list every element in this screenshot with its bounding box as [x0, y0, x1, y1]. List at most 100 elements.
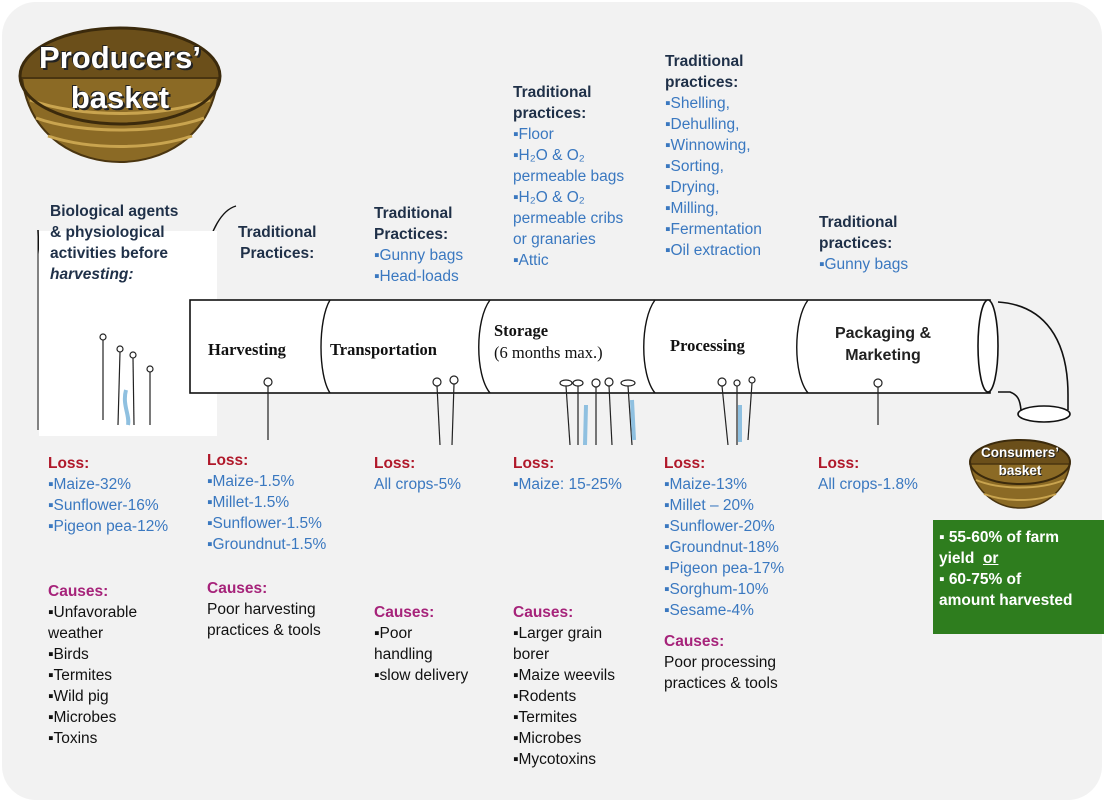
loss-item: ▪Maize: 15-25%: [513, 476, 622, 493]
cause-item: ▪Mycotoxins: [513, 751, 597, 768]
practice-item: ▪H₂O & O₂: [513, 189, 585, 206]
cause-item: borer: [513, 646, 550, 663]
consumers-label-line1: Consumers’: [980, 445, 1060, 460]
practice-item: ▪Sorting,: [665, 158, 724, 175]
elbow-inner: [998, 391, 1022, 411]
heading-line: Traditional: [513, 84, 592, 101]
cause-item: ▪Larger grain: [513, 625, 603, 642]
cause-item: Poor processing: [664, 654, 777, 671]
cause-item: practices & tools: [207, 622, 321, 639]
bullet: ▪: [939, 571, 945, 588]
producers-basket-label: Producers’ basket: [20, 38, 220, 118]
transportation-loss-causes: Loss: All crops-5% Causes: ▪Poor handlin…: [374, 453, 468, 686]
stage-packaging: Packaging & Marketing: [818, 323, 948, 367]
producers-label-line2: basket: [70, 80, 170, 115]
packaging-practices: Traditional practices: ▪Gunny bags: [819, 212, 908, 275]
stage-storage: Storage (6 months max.): [494, 320, 603, 364]
practice-item: ▪Attic: [513, 252, 549, 269]
stage-processing: Processing: [670, 336, 745, 355]
divider-1: [320, 299, 331, 394]
consumers-summary-box: ▪ 55-60% of farm yield or ▪ 60-75% of am…: [933, 520, 1104, 634]
practice-item: ▪Gunny bags: [374, 247, 464, 264]
loss-label: Loss:: [513, 455, 555, 472]
stage-harvesting: Harvesting: [208, 340, 286, 359]
loss-item: ▪Sorghum-10%: [664, 581, 769, 598]
storage-practices: Traditional practices: ▪Floor ▪H₂O & O₂ …: [513, 82, 624, 271]
practice-item: ▪Dehulling,: [665, 116, 740, 133]
pre-harvest-heading: Biological agents & physiological activi…: [50, 201, 178, 285]
elbow-outer: [997, 301, 1069, 410]
loss-label: Loss:: [48, 455, 90, 472]
stage-transportation: Transportation: [330, 340, 437, 359]
practice-item: ▪Milling,: [665, 200, 719, 217]
summary-line-1: ▪ 55-60% of farm: [939, 527, 1098, 548]
causes-label: Causes:: [207, 580, 268, 597]
producers-basket-icon: [18, 26, 222, 164]
practice-item: permeable cribs: [513, 210, 624, 227]
practice-item: or granaries: [513, 231, 596, 248]
practice-item: ▪Oil extraction: [665, 242, 761, 259]
heading-line: harvesting:: [50, 266, 134, 283]
loss-label: Loss:: [818, 455, 860, 472]
cause-item: weather: [48, 625, 104, 642]
consumers-basket-icon: [969, 439, 1071, 509]
cause-item: ▪Termites: [513, 709, 578, 726]
loss-item: ▪Sunflower-20%: [664, 518, 775, 535]
loss-item: ▪Maize-13%: [664, 476, 748, 493]
pre-harvest-field: [39, 231, 217, 436]
summary-text: yield: [939, 550, 975, 567]
elbow-mouth: [1017, 405, 1071, 423]
loss-item: All crops-1.8%: [818, 476, 918, 493]
loss-item: ▪Maize-1.5%: [207, 473, 295, 490]
cause-item: ▪Wild pig: [48, 688, 109, 705]
pre-harvest-loss-causes: Loss: ▪Maize-32% ▪Sunflower-16% ▪Pigeon …: [48, 453, 168, 749]
practice-item: ▪Winnowing,: [665, 137, 751, 154]
divider-2: [478, 299, 491, 394]
summary-line-2: yield or: [939, 548, 1098, 569]
cause-item: ▪Birds: [48, 646, 89, 663]
leak-droplets: [99, 333, 883, 446]
practice-item: ▪Head-loads: [374, 268, 459, 285]
loss-item: All crops-5%: [374, 476, 461, 493]
practice-item: ▪Floor: [513, 126, 554, 143]
causes-label: Causes:: [374, 604, 435, 621]
cause-item: Poor harvesting: [207, 601, 316, 618]
practice-item: ▪Shelling,: [665, 95, 730, 112]
loss-label: Loss:: [664, 455, 706, 472]
heading-line: practices:: [665, 74, 739, 91]
summary-line-4: amount harvested: [939, 592, 1073, 609]
heading-line: Traditional: [238, 224, 317, 241]
heading-line: Traditional: [819, 214, 898, 231]
loss-item: ▪Millet-1.5%: [207, 494, 290, 511]
heading-line: Traditional: [374, 205, 453, 222]
packaging-stage-line1: Packaging &: [834, 325, 932, 342]
practice-item: ▪Gunny bags: [819, 256, 909, 273]
loss-item: ▪Pigeon pea-17%: [664, 560, 785, 577]
cause-item: ▪Unfavorable: [48, 604, 138, 621]
consumers-basket-label: Consumers’ basket: [970, 444, 1070, 480]
loss-item: ▪Groundnut-1.5%: [207, 536, 327, 553]
harvesting-loss-causes: Loss: ▪Maize-1.5% ▪Millet-1.5% ▪Sunflowe…: [207, 450, 326, 641]
packaging-loss: Loss: All crops-1.8%: [818, 453, 918, 495]
summary-conjunction: or: [982, 550, 999, 567]
heading-line: Practices:: [240, 245, 315, 262]
summary-line-3: ▪ 60-75% of: [939, 569, 1098, 590]
causes-label: Causes:: [513, 604, 574, 621]
practice-item: ▪Fermentation: [665, 221, 762, 238]
cause-item: ▪Toxins: [48, 730, 98, 747]
causes-label: Causes:: [664, 633, 725, 650]
processing-practices: Traditional practices: ▪Shelling, ▪Dehul…: [665, 51, 762, 261]
loss-label: Loss:: [207, 452, 249, 469]
cause-item: ▪slow delivery: [374, 667, 469, 684]
cause-item: ▪Rodents: [513, 688, 577, 705]
practice-item: ▪H₂O & O₂: [513, 147, 585, 164]
consumers-label-line2: basket: [998, 463, 1042, 478]
summary-text: 55-60% of farm: [948, 529, 1060, 546]
loss-item: ▪Sunflower-1.5%: [207, 515, 322, 532]
bullet: ▪: [939, 529, 945, 546]
heading-line: practices:: [513, 105, 587, 122]
heading-line: practices:: [819, 235, 893, 252]
loss-item: ▪Maize-32%: [48, 476, 132, 493]
